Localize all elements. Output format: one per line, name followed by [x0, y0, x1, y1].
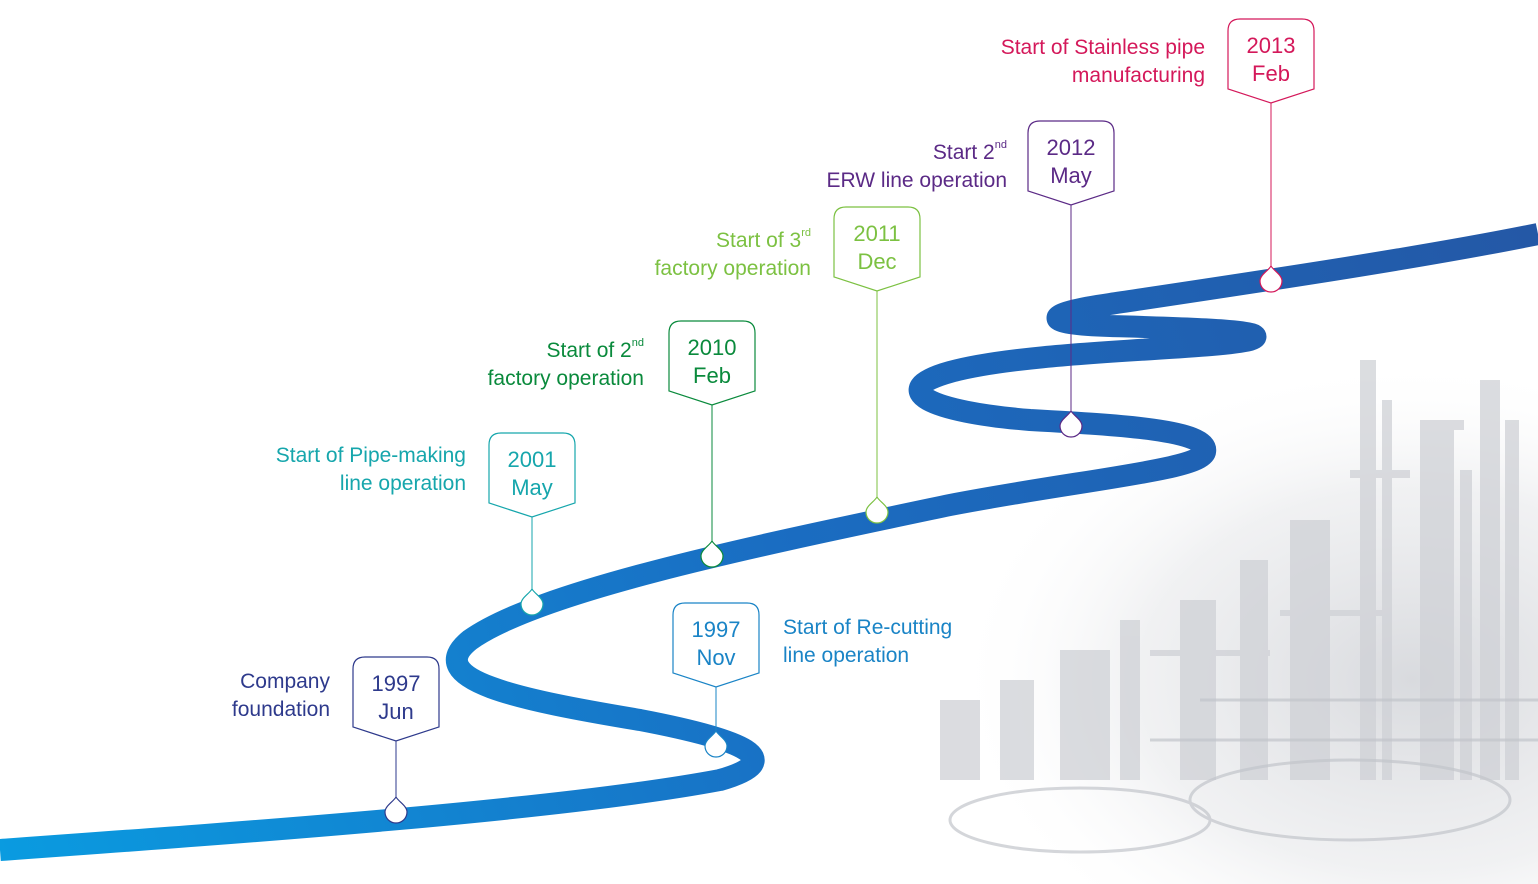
- milestone-month: Feb: [693, 363, 731, 388]
- milestone-description: Start of Re-cutting line operation: [783, 614, 952, 670]
- milestone-description-line1-text: Company: [240, 670, 330, 693]
- milestone-pin-icon: [865, 495, 889, 524]
- milestone-description-line1: Start of 3rd: [655, 222, 811, 255]
- ordinal-suffix: nd: [631, 337, 644, 349]
- milestone-description-line1-text: Start of Pipe-making: [275, 444, 466, 467]
- milestone-description-line1-text: Start of 2: [546, 339, 632, 362]
- milestone-description-line1: Company: [232, 668, 330, 696]
- milestone-month: Jun: [378, 699, 414, 724]
- milestone-year: 1997: [371, 671, 421, 696]
- date-callout-box: [1027, 120, 1115, 206]
- milestone-description-line2: foundation: [231, 698, 330, 721]
- milestone-description: Start of Stainless pipe manufacturing: [1001, 34, 1205, 90]
- milestone-description: Start of Pipe-making line operation: [276, 442, 466, 498]
- milestone-description-line1: Start 2nd: [826, 134, 1007, 167]
- milestone-description-line1: Start of Stainless pipe: [1001, 34, 1205, 62]
- milestone-markers: [352, 18, 1315, 824]
- milestone-pin-icon: [704, 729, 728, 758]
- milestone-description-line1-text: Start 2: [932, 141, 995, 164]
- milestone-year: 2013: [1246, 33, 1296, 58]
- milestone-description-line1: Start of Re-cutting: [783, 614, 952, 642]
- milestone-description-line2: manufacturing: [1071, 64, 1205, 87]
- milestone-description-line1-text: Start of Stainless pipe: [1000, 36, 1205, 59]
- milestone-description-line1: Start of 2nd: [488, 332, 644, 365]
- milestone-description-line2: line operation: [339, 472, 466, 495]
- date-callout-box: [668, 320, 756, 406]
- milestone-description-line1: Start of Pipe-making: [276, 442, 466, 470]
- milestone-pin-icon: [1259, 264, 1283, 293]
- milestone-pin-icon: [1059, 409, 1083, 438]
- milestone-description-line1-text: Start of 3: [716, 229, 802, 252]
- date-callout-box: [672, 602, 760, 688]
- milestone-month: Nov: [696, 645, 736, 670]
- milestone-month: May: [1050, 163, 1092, 188]
- background-refinery-image: [700, 300, 1538, 884]
- milestone-pin-icon: [520, 587, 544, 616]
- milestone-year: 2001: [507, 447, 557, 472]
- milestone-description-line1-text: Start of Re-cutting: [783, 616, 953, 639]
- milestone-description-line2: factory operation: [654, 257, 811, 280]
- milestone-pin-icon: [700, 539, 724, 568]
- milestone-month: Dec: [857, 249, 897, 274]
- milestone-year: 2010: [687, 335, 737, 360]
- milestone-description-line2: line operation: [783, 644, 910, 667]
- milestone-description: Company foundation: [232, 668, 330, 724]
- ordinal-suffix: rd: [801, 227, 811, 239]
- date-callout-box: [488, 432, 576, 518]
- milestone-description-line2: ERW line operation: [826, 169, 1007, 192]
- date-callout-box: [833, 206, 921, 292]
- milestone-pin-icon: [384, 795, 408, 824]
- milestone-year: 1997: [691, 617, 741, 642]
- milestone-year: 2011: [853, 221, 901, 246]
- date-callout-box: [352, 656, 440, 742]
- milestone-description-line2: factory operation: [487, 367, 644, 390]
- ordinal-suffix: nd: [994, 139, 1007, 151]
- timeline-road: [0, 223, 1538, 861]
- milestone-month: Feb: [1252, 61, 1290, 86]
- milestone-month: May: [511, 475, 553, 500]
- date-callout-box: [1227, 18, 1315, 104]
- milestone-year: 2012: [1046, 135, 1096, 160]
